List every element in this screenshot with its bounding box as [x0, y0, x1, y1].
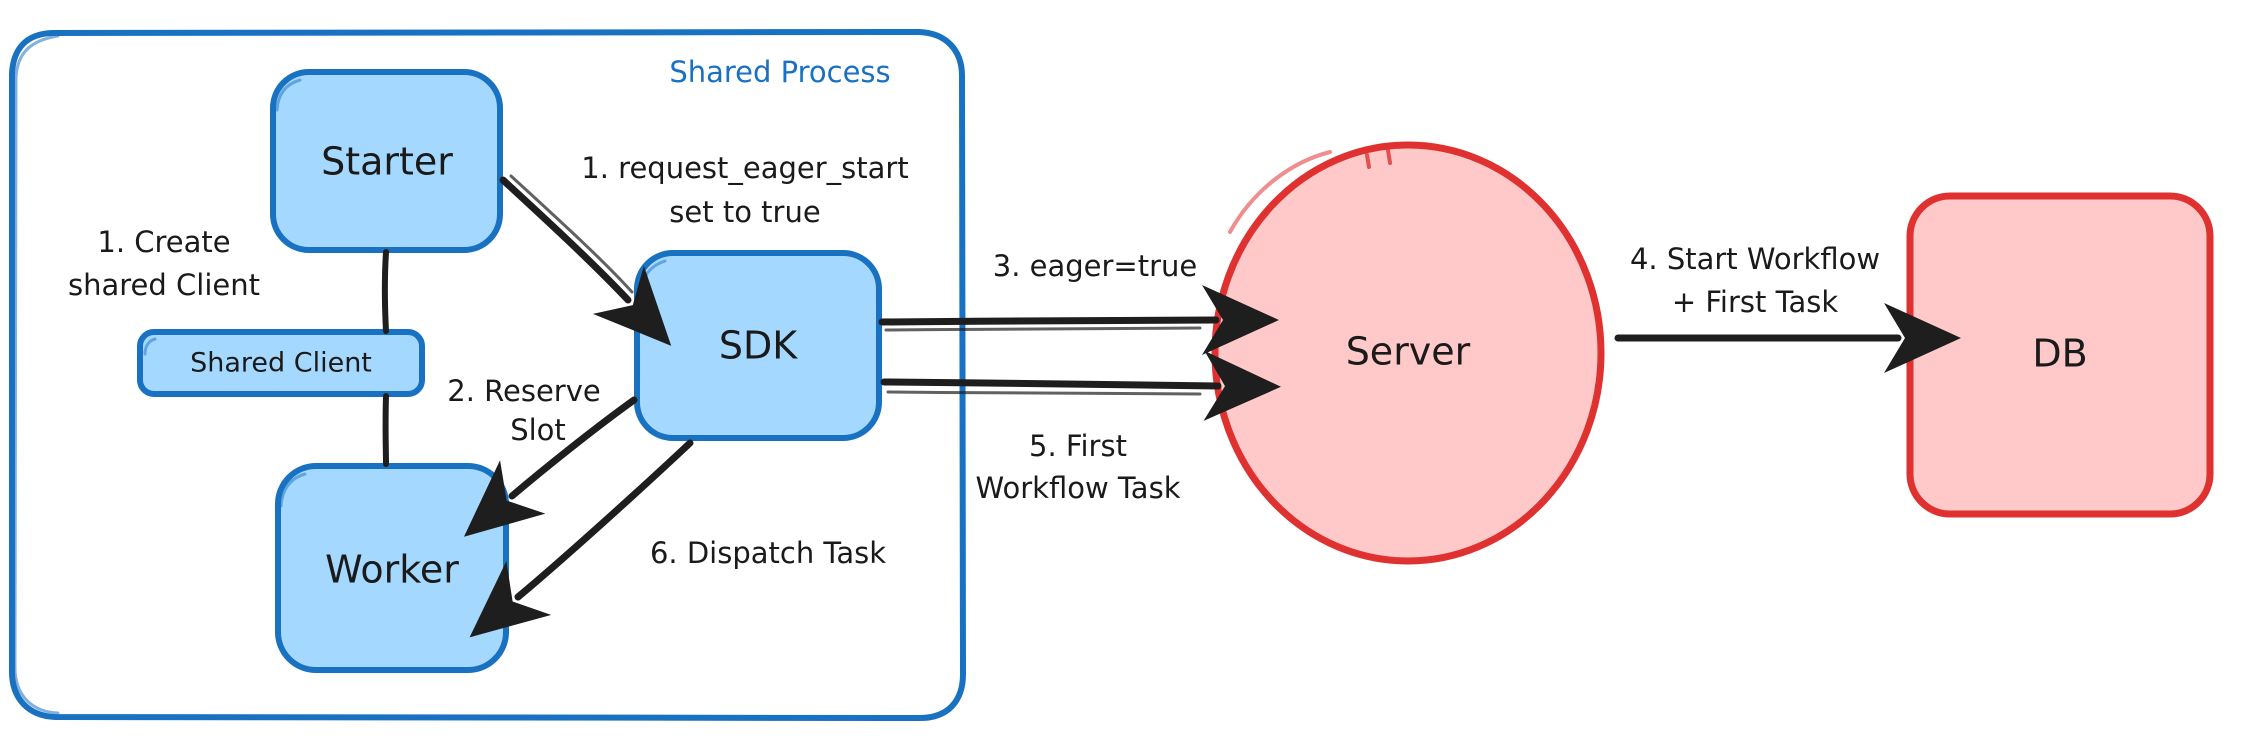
- shared-client-box[interactable]: [137, 329, 425, 397]
- server-ellipse-sketch-ticks: [1365, 148, 1392, 169]
- edge-starter-shared-client-line: [381, 249, 389, 334]
- node-worker[interactable]: Worker: [275, 463, 509, 673]
- edge-start-workflow-first-task: 4. Start Workflow + First Task: [1614, 242, 1961, 373]
- edge-label-dispatch-task: 6. Dispatch Task: [650, 536, 886, 570]
- server-ellipse-sketch-accent: [1228, 150, 1332, 234]
- edge-label-start-workflow-first-task-line2: + First Task: [1672, 285, 1839, 319]
- edge-eager-true-sketch: [884, 326, 1202, 332]
- edge-first-workflow-task-sketch: [886, 390, 1202, 396]
- edge-request-eager-start: 1. request_eager_start set to true: [499, 151, 909, 346]
- worker-label: Worker: [325, 548, 459, 592]
- edge-label-reserve-slot-line2: Slot: [510, 413, 566, 447]
- edge-eager-true: 3. eager=true: [878, 249, 1279, 356]
- edge-dispatch-task-line: [469, 439, 694, 638]
- shared-process-label: Shared Process: [669, 55, 890, 89]
- node-sdk[interactable]: SDK: [634, 250, 882, 441]
- db-label: DB: [2032, 332, 2087, 376]
- edge-reserve-slot-line: [463, 396, 638, 537]
- worker-box-sketch-accent: [279, 472, 307, 508]
- edge-label-start-workflow-first-task-line1: 4. Start Workflow: [1630, 242, 1880, 276]
- edge-label-create-shared-client-line1: 1. Create: [97, 225, 230, 259]
- server-label: Server: [1346, 330, 1471, 374]
- edge-create-shared-client: 1. Create shared Client: [68, 225, 389, 467]
- shared-client-box-sketch-accent: [143, 337, 157, 356]
- edge-label-reserve-slot-line1: 2. Reserve: [447, 374, 600, 408]
- starter-box-sketch-accent: [275, 78, 302, 112]
- edge-label-request-eager-start-line2: set to true: [669, 195, 820, 229]
- edge-first-workflow-task: 5. First Workflow Task: [880, 350, 1281, 505]
- edge-first-workflow-task-line: [880, 350, 1281, 421]
- node-shared-client[interactable]: Shared Client: [137, 329, 425, 397]
- edge-label-first-workflow-task-line2: Workflow Task: [976, 471, 1181, 505]
- edge-eager-true-line: [878, 285, 1279, 356]
- edge-label-eager-true: 3. eager=true: [993, 249, 1198, 283]
- shared-process-border: [9, 29, 966, 721]
- edge-dispatch-task: 6. Dispatch Task: [469, 439, 886, 638]
- shared-client-label: Shared Client: [190, 348, 372, 379]
- node-server[interactable]: Server: [1211, 141, 1605, 565]
- sdk-label: SDK: [719, 324, 798, 368]
- node-starter[interactable]: Starter: [270, 69, 503, 253]
- edge-request-eager-start-sketch: [509, 174, 634, 294]
- starter-label: Starter: [321, 140, 453, 184]
- node-db[interactable]: DB: [1906, 192, 2214, 518]
- edge-label-first-workflow-task-line1: 5. First: [1029, 429, 1127, 463]
- edge-request-eager-start-line: [499, 176, 672, 346]
- edge-reserve-slot: 2. Reserve Slot: [447, 374, 638, 537]
- shared-process-border-sketch-overlay: [13, 34, 60, 715]
- edge-label-create-shared-client-line2: shared Client: [68, 268, 260, 302]
- edge-label-request-eager-start-line1: 1. request_eager_start: [581, 151, 908, 185]
- shared-process-group: Shared Process: [9, 29, 966, 721]
